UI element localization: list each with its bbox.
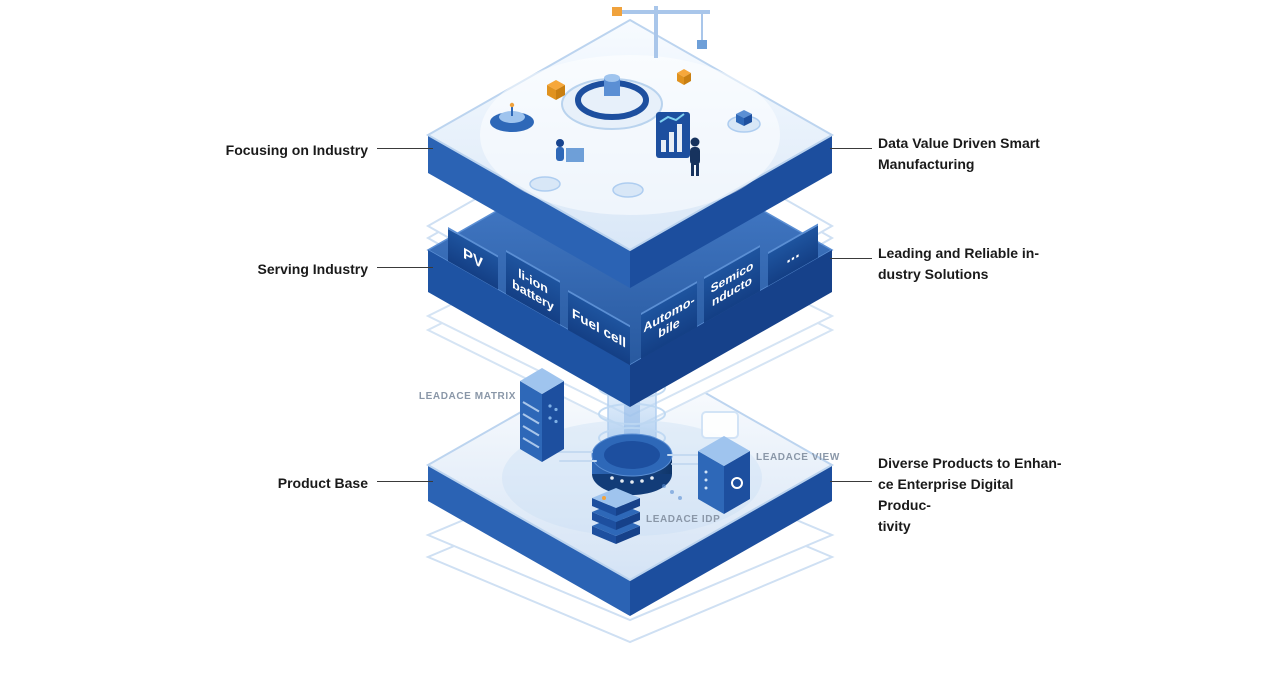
- label-smart-manufacturing: Data Value Driven Smart Manufacturing: [878, 133, 1058, 175]
- connector-line: [377, 267, 433, 268]
- factory-scene: [490, 6, 761, 198]
- label-leadace-idp: LEADACE IDP: [646, 514, 721, 525]
- leadace-matrix-tower: [520, 368, 564, 462]
- platform-left-face: [428, 465, 630, 616]
- crane: [612, 6, 710, 58]
- platform-left-face: [428, 250, 630, 407]
- label-serving-industry: Serving Industry: [257, 261, 368, 277]
- label-line: Leading and Reliable in-: [878, 245, 1040, 261]
- connector-line: [830, 148, 872, 149]
- label-diverse-products: Diverse Products to Enhan- ce Enterprise…: [878, 453, 1068, 537]
- turntable-machine: [561, 74, 663, 130]
- platform-left-face: [428, 135, 630, 288]
- label-line: Data Value Driven Smart: [878, 135, 1040, 151]
- dot-trail: [662, 484, 682, 500]
- worker-figure: [690, 137, 700, 176]
- connector-line: [830, 481, 872, 482]
- industry-tile-label: ...: [786, 242, 800, 268]
- orange-crate-small: [677, 69, 691, 85]
- platform-right-face: [630, 135, 832, 288]
- label-focusing-on-industry: Focusing on Industry: [225, 142, 368, 158]
- hub-disc: [591, 433, 673, 495]
- floor-pads: [529, 110, 761, 198]
- dashboard-panel: [656, 112, 690, 158]
- label-line: ce Enterprise Digital Produc-: [878, 476, 1014, 513]
- label-line: tivity: [878, 518, 911, 534]
- leadace-view-cube: [698, 436, 750, 514]
- label-line: Manufacturing: [878, 156, 975, 172]
- industry-tile-label: PV: [462, 244, 483, 274]
- label-line: Diverse Products to Enhan-: [878, 455, 1062, 471]
- connector-line: [377, 148, 433, 149]
- ghost-panel: [701, 411, 739, 439]
- robot-disc: [490, 102, 534, 132]
- operator-figure: [556, 139, 584, 162]
- platform-right-face: [630, 250, 832, 407]
- label-line: dustry Solutions: [878, 266, 989, 282]
- connector-line: [377, 481, 433, 482]
- label-leadace-view: LEADACE VIEW: [756, 452, 840, 463]
- label-industry-solutions: Leading and Reliable in- dustry Solution…: [878, 243, 1058, 285]
- label-product-base: Product Base: [277, 475, 368, 491]
- orange-crate: [547, 80, 565, 100]
- leadace-idp-stack: [592, 488, 640, 544]
- label-leadace-matrix: LEADACE MATRIX: [418, 391, 516, 402]
- connector-line: [830, 258, 872, 259]
- platform-right-face: [630, 465, 832, 616]
